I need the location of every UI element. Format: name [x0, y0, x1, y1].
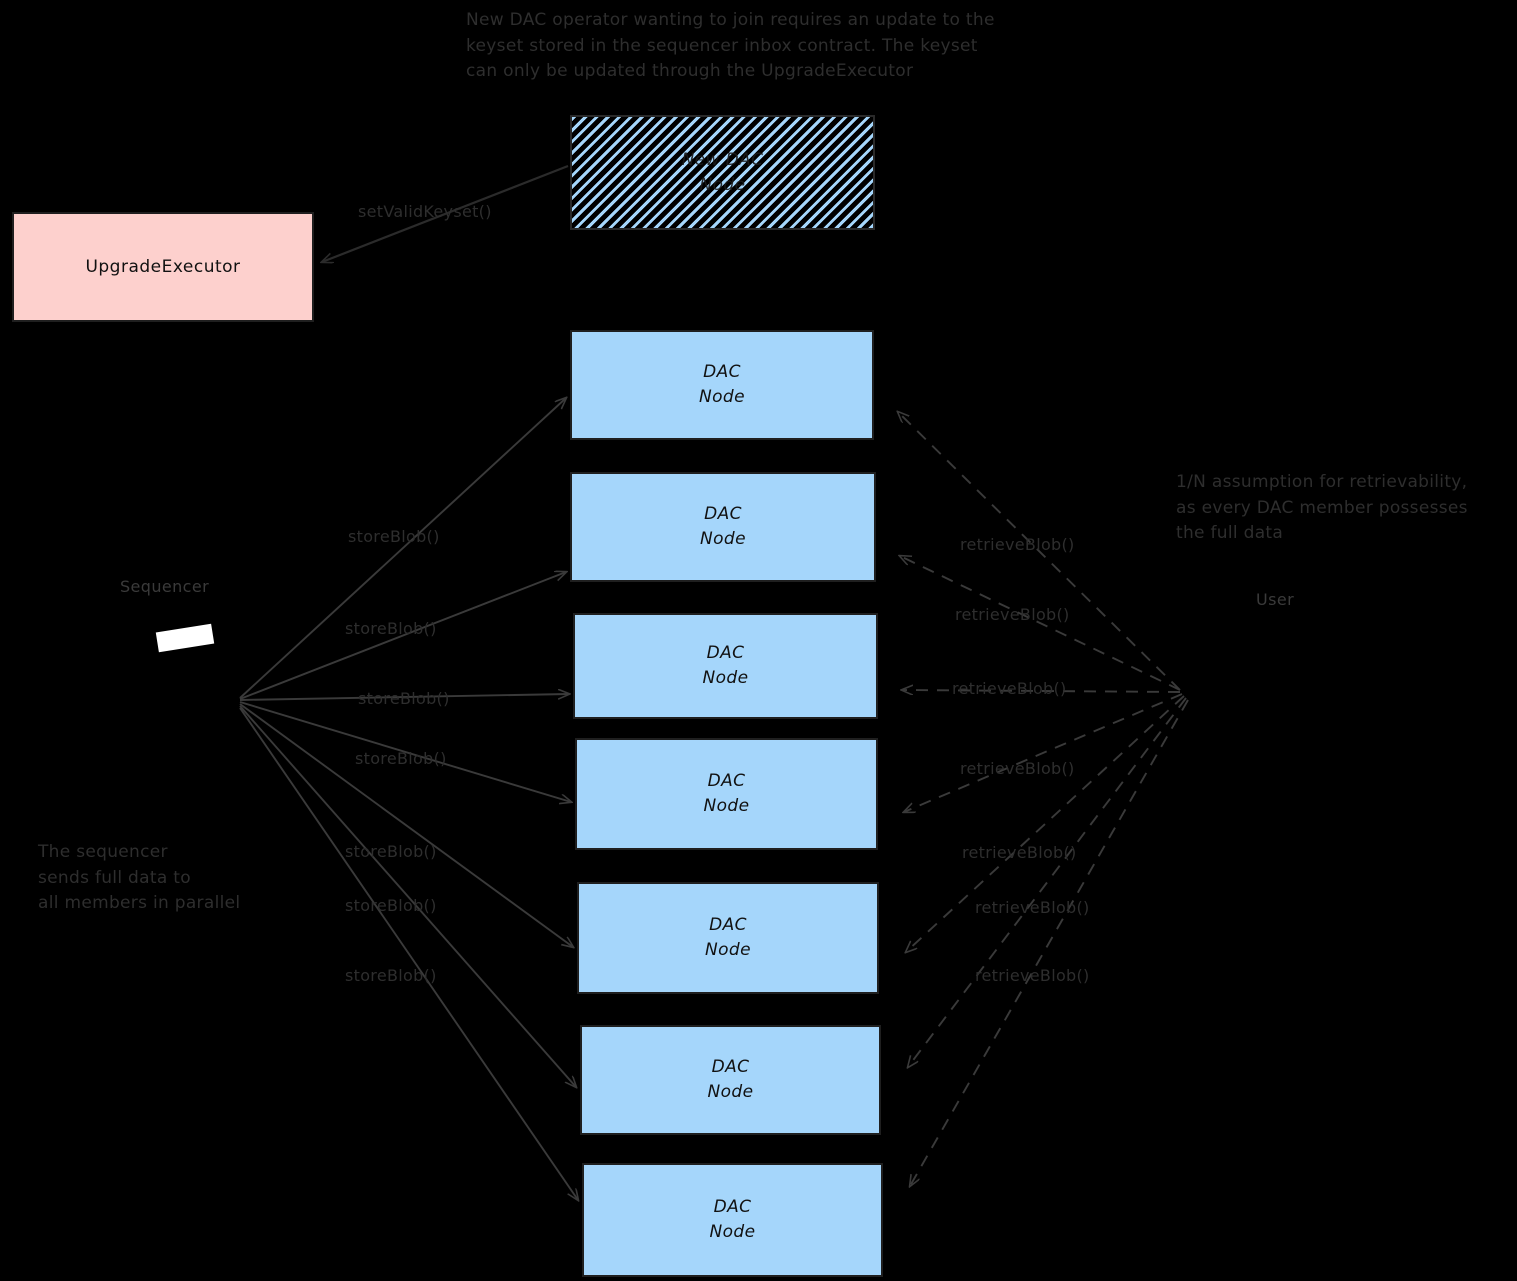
- label-retrieve-blob-4: retrieveBlob(): [960, 759, 1075, 778]
- edge-store-blob-2: [239, 572, 566, 700]
- sequencer-label: Sequencer: [120, 577, 210, 596]
- edge-retrieve-blob-1: [898, 412, 1181, 691]
- edge-store-blob-5: [239, 703, 573, 947]
- edge-store-blob-6: [239, 705, 576, 1087]
- dac-node-label: DAC Node: [703, 771, 750, 816]
- edge-store-blob-7: [239, 707, 578, 1200]
- label-retrieve-blob-2: retrieveBlob(): [955, 605, 1070, 624]
- label-retrieve-blob-7: retrieveBlob(): [975, 966, 1090, 985]
- edge-retrieve-blob-7: [910, 699, 1189, 1186]
- new-dac-node-label: New DAC Node: [681, 149, 764, 195]
- edge-store-blob-1: [239, 398, 566, 699]
- user-label: User: [1256, 590, 1295, 609]
- dac-node-label: DAC Node: [707, 1057, 754, 1102]
- edge-retrieve-blob-3: [902, 690, 1181, 692]
- upgrade-executor-box: UpgradeExecutor: [12, 212, 314, 322]
- dac-node-label: DAC Node: [702, 643, 749, 688]
- label-store-blob-4: storeBlob(): [355, 749, 447, 768]
- new-dac-node-box: New DAC Node: [570, 115, 875, 230]
- label-retrieve-blob-5: retrieveBlob(): [962, 843, 1077, 862]
- new-operator-note: New DAC operator wanting to join require…: [466, 10, 995, 81]
- edge-retrieve-blob-4: [904, 693, 1183, 812]
- label-store-blob-3: storeBlob(): [358, 689, 450, 708]
- label-store-blob-7: storeBlob(): [345, 966, 437, 985]
- dac-node-6: DAC Node: [580, 1025, 881, 1135]
- retrievability-note: 1/N assumption for retrievability, as ev…: [1176, 472, 1468, 543]
- edge-retrieve-blob-6: [908, 697, 1187, 1067]
- label-store-blob-2: storeBlob(): [345, 619, 437, 638]
- dac-node-5: DAC Node: [577, 882, 879, 994]
- dac-node-label: DAC Node: [700, 504, 746, 549]
- dac-node-4: DAC Node: [575, 738, 878, 850]
- upgrade-executor-label: UpgradeExecutor: [85, 257, 241, 277]
- edge-set-valid-keyset: [322, 164, 569, 262]
- dac-node-1: DAC Node: [570, 330, 874, 440]
- label-retrieve-blob-6: retrieveBlob(): [975, 898, 1090, 917]
- label-retrieve-blob-1: retrieveBlob(): [960, 535, 1075, 554]
- label-retrieve-blob-3: retrieveBlob(): [952, 679, 1067, 698]
- sequencer-parallel-note: The sequencer sends full data to all mem…: [38, 842, 241, 913]
- dac-node-7: DAC Node: [582, 1163, 883, 1277]
- label-set-valid-keyset: setValidKeyset(): [358, 202, 492, 221]
- edge-retrieve-blob-2: [900, 556, 1181, 691]
- dac-node-3: DAC Node: [573, 613, 878, 719]
- edge-store-blob-4: [239, 701, 571, 802]
- dac-node-label: DAC Node: [709, 1197, 756, 1242]
- dac-node-2: DAC Node: [570, 472, 876, 582]
- dac-node-label: DAC Node: [699, 362, 745, 407]
- label-store-blob-5: storeBlob(): [345, 842, 437, 861]
- label-store-blob-6: storeBlob(): [345, 896, 437, 915]
- edge-store-blob-3: [239, 694, 569, 701]
- dac-node-label: DAC Node: [705, 915, 751, 960]
- label-store-blob-1: storeBlob(): [348, 527, 440, 546]
